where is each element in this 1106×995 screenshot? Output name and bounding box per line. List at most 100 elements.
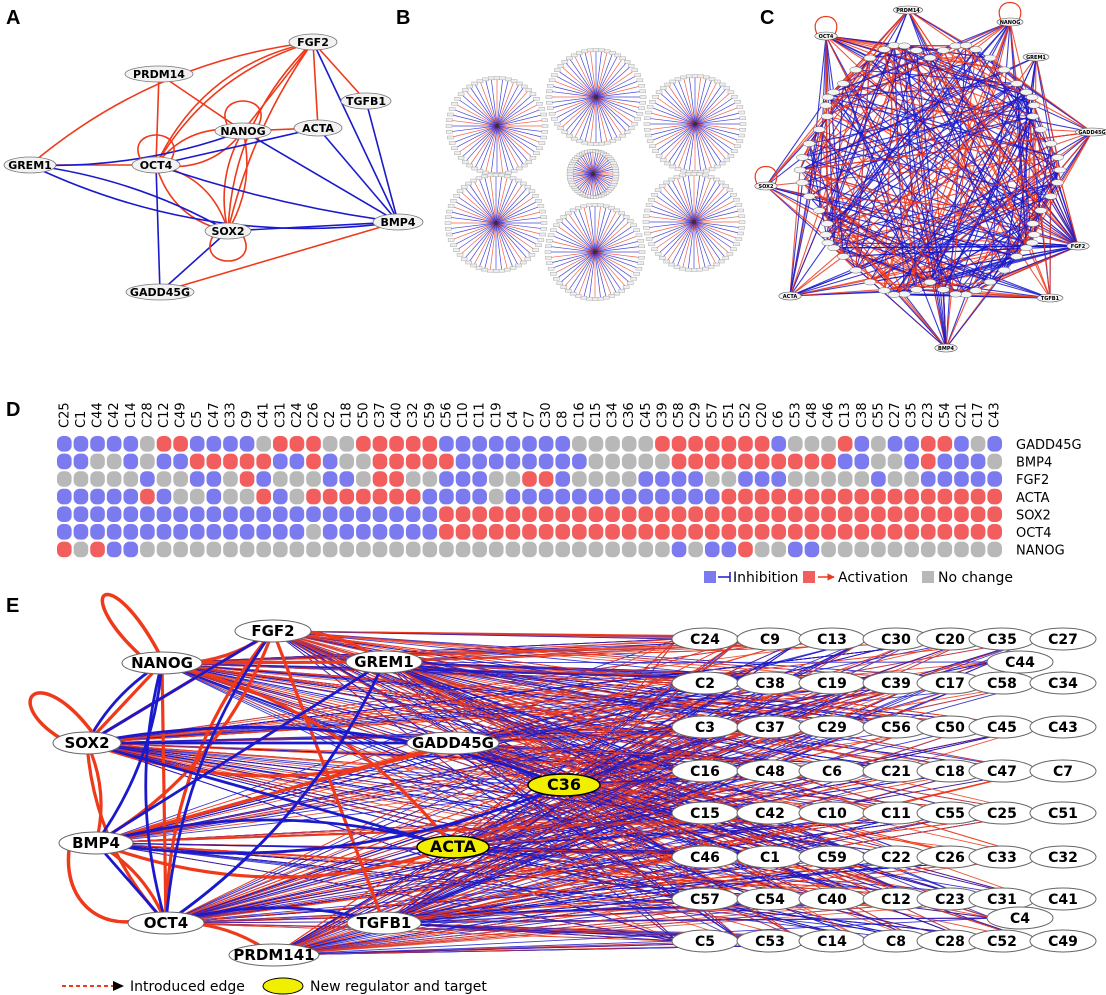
column-header: C49 [174,402,189,428]
module-node [499,76,506,81]
node-acta [293,119,343,137]
edge [826,21,1011,225]
node-grem1 [3,156,57,174]
heatmap-cell [837,524,853,540]
module-node [536,101,543,106]
edge [929,169,1061,283]
module-edge [587,151,594,175]
module-edge [495,222,543,235]
heatmap-cell [405,524,421,540]
target-label-c57: C57 [690,892,720,908]
edge [827,223,1051,299]
target-node [1026,113,1040,120]
heatmap-cell [173,541,188,558]
module-edge [496,108,543,127]
heatmap-cell [173,453,188,470]
module-edge [449,211,497,224]
module-edge [573,96,597,139]
module-node [686,74,693,79]
module-edge [693,175,706,223]
heatmap-cell [738,436,753,452]
edge [818,129,871,283]
target-node [923,278,937,286]
module-node [714,164,721,169]
module-node [739,116,746,120]
edge [989,169,1061,283]
module-edge [592,165,615,175]
target-node-c7 [1029,759,1097,783]
row-label: SOX2 [1016,508,1051,523]
regulator-label-c36: C36 [547,775,581,794]
module-edge [592,158,611,175]
heatmap-cell [771,524,787,540]
heatmap-cell [871,506,886,522]
module-node [664,161,671,166]
module-node [643,226,650,230]
target-node [812,207,826,214]
edge [945,116,1034,349]
module-edge [549,251,596,264]
inhibition-edge [95,660,385,845]
heatmap-cell [472,471,487,487]
module-node [580,295,587,300]
panel-label-b: B [396,7,410,29]
module-node [450,198,457,203]
heatmap-cell [57,488,72,505]
heatmap-cell [422,488,438,505]
hub-label-grem1: GREM1 [1026,55,1046,61]
module-node [454,151,461,155]
module-node [540,215,547,219]
column-header: C58 [672,402,687,428]
module-node [581,140,588,145]
module-edge [568,251,596,291]
module-edge [595,96,638,120]
module-edge [496,78,504,127]
module-edge [573,173,594,188]
module-edge [694,112,742,125]
module-node [654,188,662,192]
module-edge [496,103,540,127]
heatmap-cell [140,488,155,505]
heatmap-cell [920,506,936,522]
heatmap-cell [887,541,903,558]
module-node [509,176,517,180]
target-node [910,47,923,54]
module-edge [594,216,627,253]
heatmap-cell [339,524,355,540]
module-edge [496,125,530,163]
module-edge [651,221,695,245]
target-node [837,253,850,260]
edge [827,242,967,296]
module-node [674,77,682,81]
heatmap-cell [920,436,936,452]
module-edge [469,86,498,127]
module-node [521,163,528,168]
heatmap-cell [538,506,554,522]
heatmap-cell [455,524,471,540]
module-node [541,118,548,122]
heatmap-cell [904,471,919,487]
module-edge [594,240,641,253]
module-node [548,111,556,116]
module-node [730,193,737,197]
heatmap-cell [555,506,571,522]
heatmap-cell [605,506,620,522]
target-label-c40: C40 [817,892,847,908]
legend-new-swatch [262,977,304,995]
hub-oct4 [814,31,838,41]
heatmap-cell [970,541,986,558]
heatmap-cell [389,453,404,470]
column-header: C25 [57,402,72,428]
module-node [447,135,454,140]
module-node [481,174,488,179]
heatmap-cell [970,453,986,470]
regulator-target-edge [273,856,923,956]
module-node [727,154,735,158]
heatmap-cell [638,453,654,470]
module-edge [666,221,695,262]
edge [907,9,1027,93]
module-node [733,197,740,202]
heatmap-cell [688,436,703,452]
heatmap-cell [123,453,139,470]
